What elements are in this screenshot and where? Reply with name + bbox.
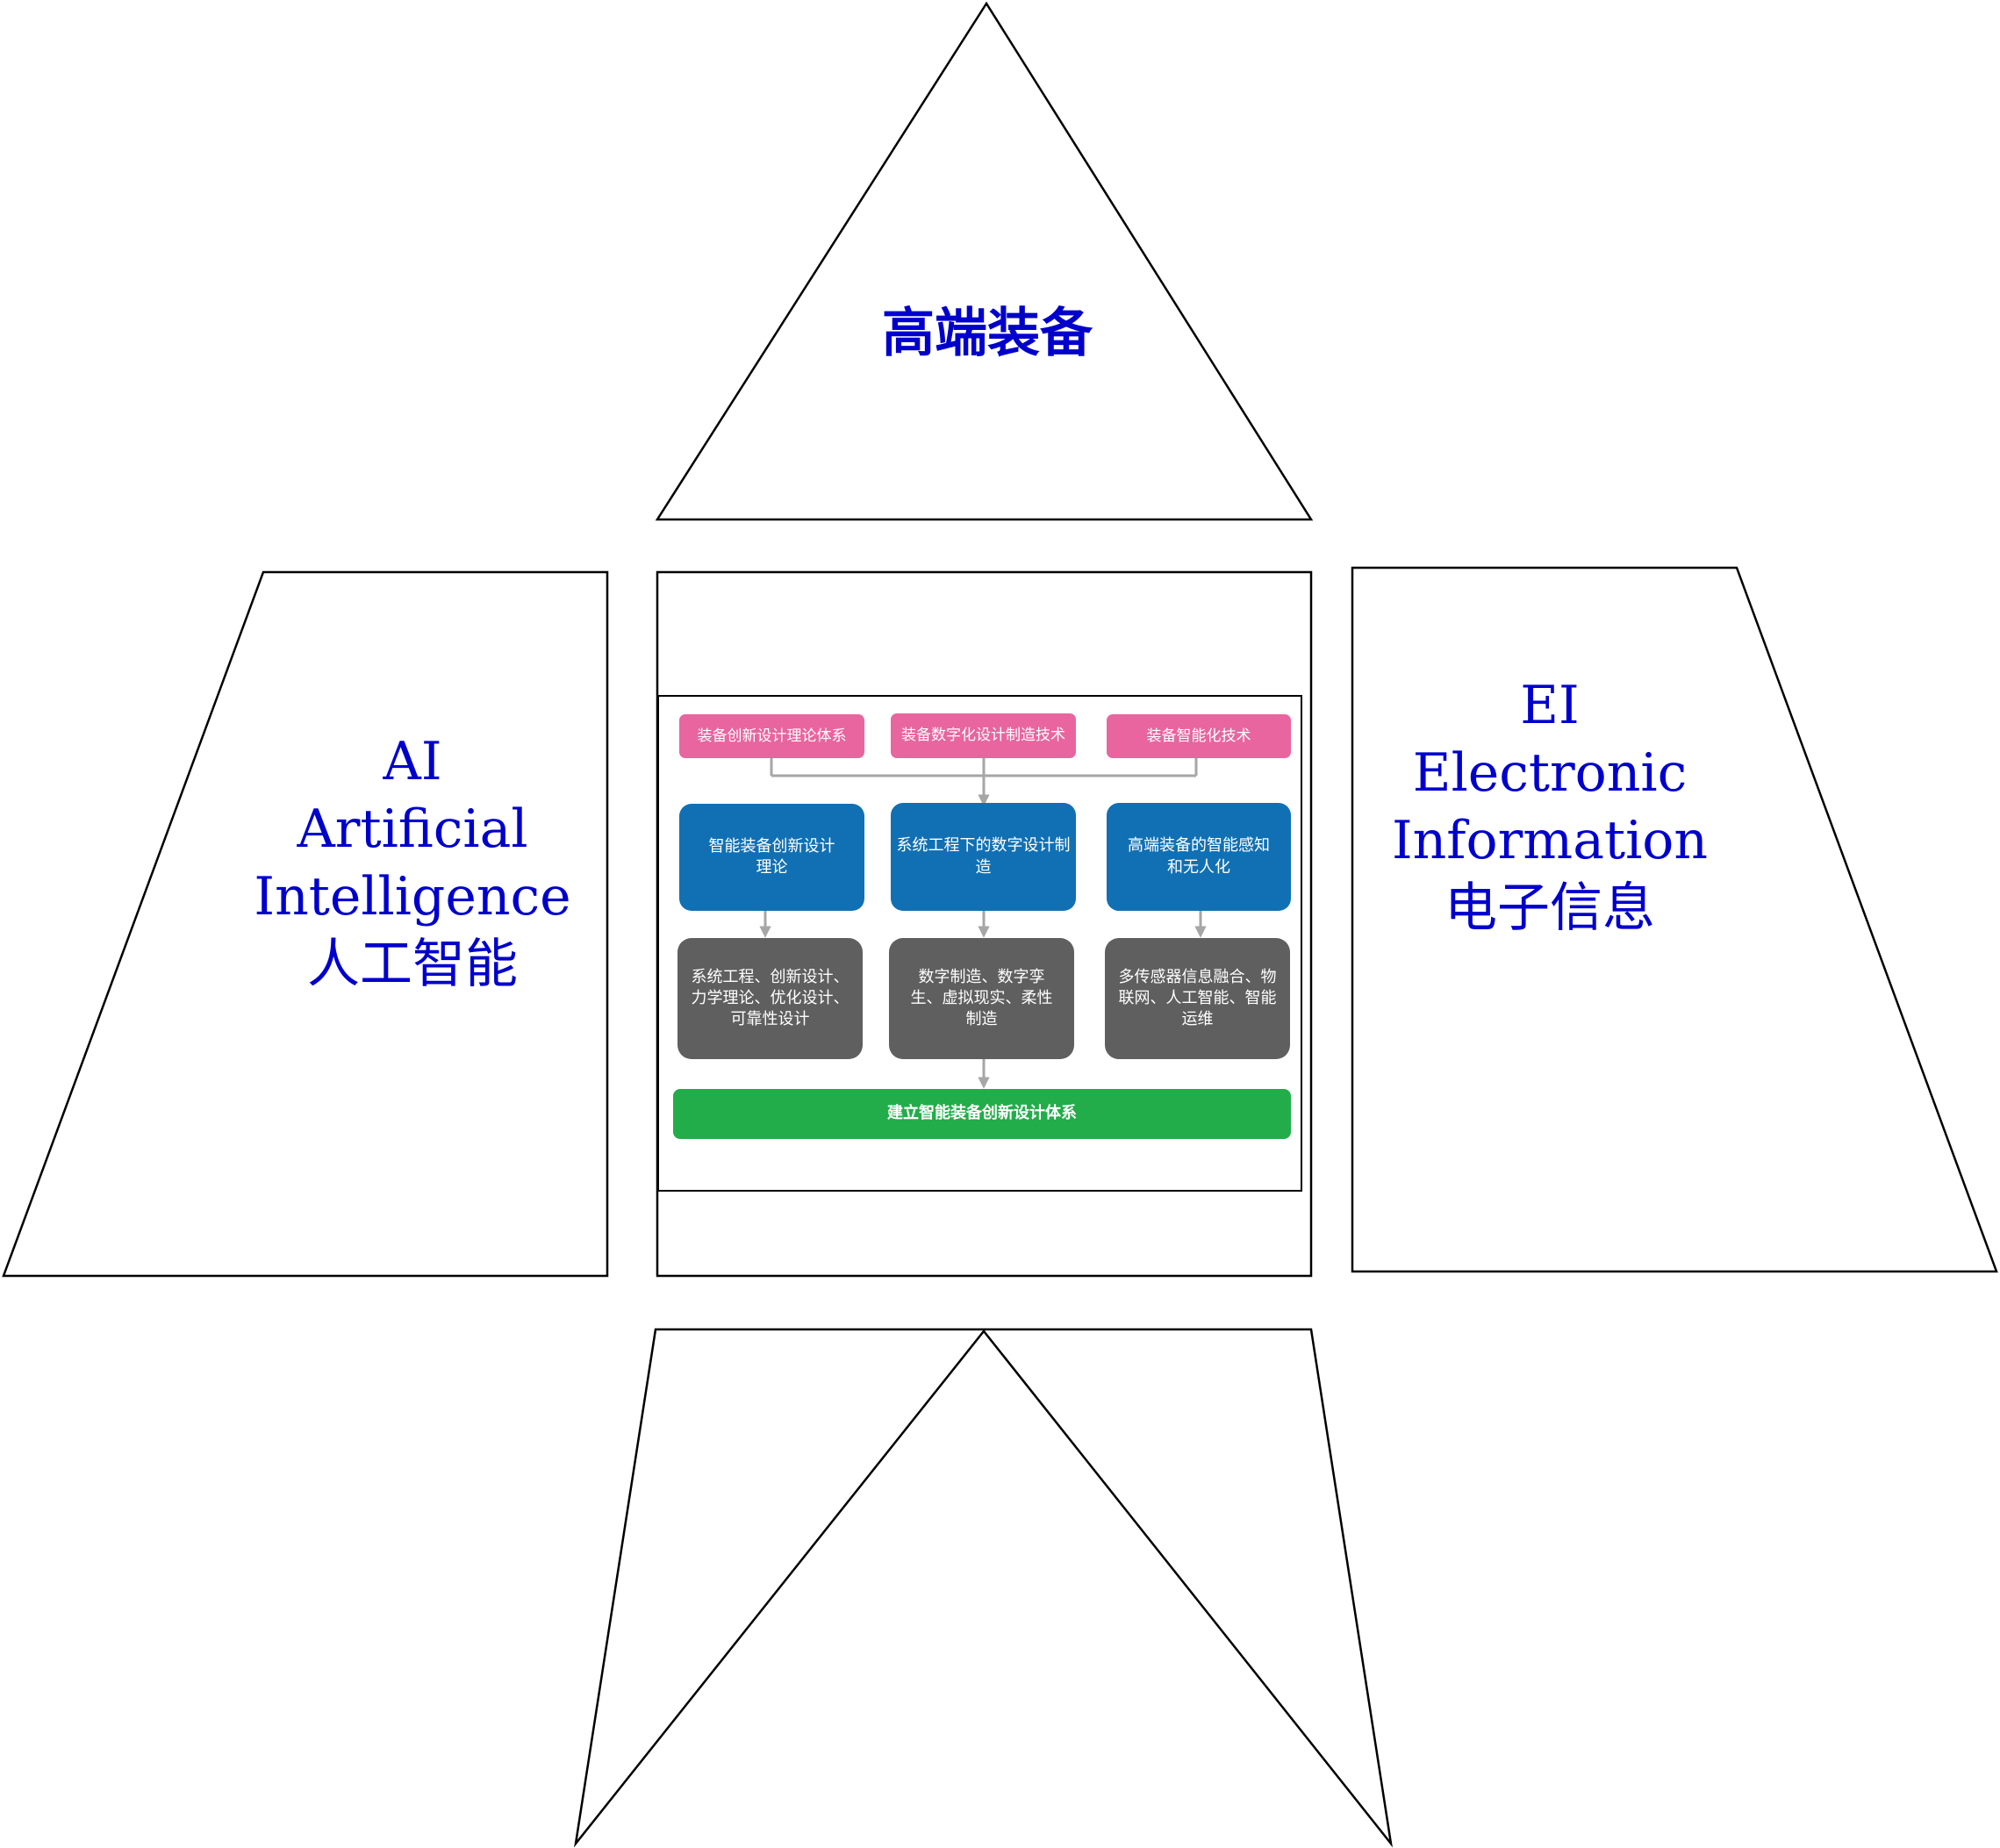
- top-box-2: 装备数字化设计制造技术: [891, 713, 1076, 758]
- bottom-box-1-text: 系统工程、创新设计、力学理论、优化设计、可靠性设计: [691, 967, 849, 1029]
- bottom-box-1: 系统工程、创新设计、力学理论、优化设计、可靠性设计: [677, 938, 863, 1059]
- ei-label: EI Electronic Information 电子信息: [1374, 672, 1725, 942]
- mid-box-1-text: 智能装备创新设计理论: [708, 836, 835, 877]
- top-box-2-text: 装备数字化设计制造技术: [901, 727, 1065, 745]
- bottom-box-2-text: 数字制造、数字孪生、虚拟现实、柔性制造: [910, 967, 1053, 1029]
- ei-line2: Information: [1391, 810, 1709, 871]
- result-box: 建立智能装备创新设计体系: [673, 1089, 1291, 1139]
- ai-abbr: AI: [383, 731, 442, 792]
- mid-box-2-text: 系统工程下的数字设计制造: [896, 836, 1071, 877]
- flow-connectors: [759, 758, 1207, 1089]
- ai-line1: Artificial: [297, 799, 528, 860]
- top-box-1-text: 装备创新设计理论体系: [697, 727, 847, 745]
- top-triangle: [655, 1, 1314, 521]
- right-trapezoid: [1351, 566, 1998, 1273]
- ai-label: AI Artificial Intelligence 人工智能: [237, 728, 588, 999]
- mid-box-1: 智能装备创新设计理论: [679, 804, 864, 911]
- bottom-fin-shape: [574, 1328, 1393, 1848]
- top-label: 高端装备: [790, 307, 1185, 360]
- top-label-text: 高端装备: [882, 303, 1093, 364]
- left-trapezoid: [2, 570, 609, 1278]
- ei-abbr: EI: [1520, 675, 1580, 736]
- ai-line2: Intelligence: [254, 866, 571, 928]
- bottom-box-3-text: 多传感器信息融合、物联网、人工智能、智能运维: [1118, 967, 1277, 1029]
- bottom-box-3: 多传感器信息融合、物联网、人工智能、智能运维: [1105, 938, 1290, 1059]
- mid-box-3: 高端装备的智能感知和无人化: [1107, 803, 1291, 911]
- bottom-box-2: 数字制造、数字孪生、虚拟现实、柔性制造: [889, 938, 1074, 1059]
- ai-cn: 人工智能: [307, 934, 518, 995]
- top-box-1: 装备创新设计理论体系: [679, 714, 864, 758]
- result-box-text: 建立智能装备创新设计体系: [887, 1104, 1077, 1123]
- ei-cn: 电子信息: [1444, 877, 1655, 939]
- flowchart-panel: 装备创新设计理论体系 装备数字化设计制造技术 装备智能化技术 智能装备创新设计理…: [657, 695, 1302, 1192]
- mid-box-2: 系统工程下的数字设计制造: [891, 803, 1076, 911]
- top-box-3: 装备智能化技术: [1107, 714, 1291, 758]
- ei-line1: Electronic: [1412, 742, 1688, 804]
- mid-box-3-text: 高端装备的智能感知和无人化: [1128, 836, 1270, 877]
- top-box-3-text: 装备智能化技术: [1146, 727, 1251, 745]
